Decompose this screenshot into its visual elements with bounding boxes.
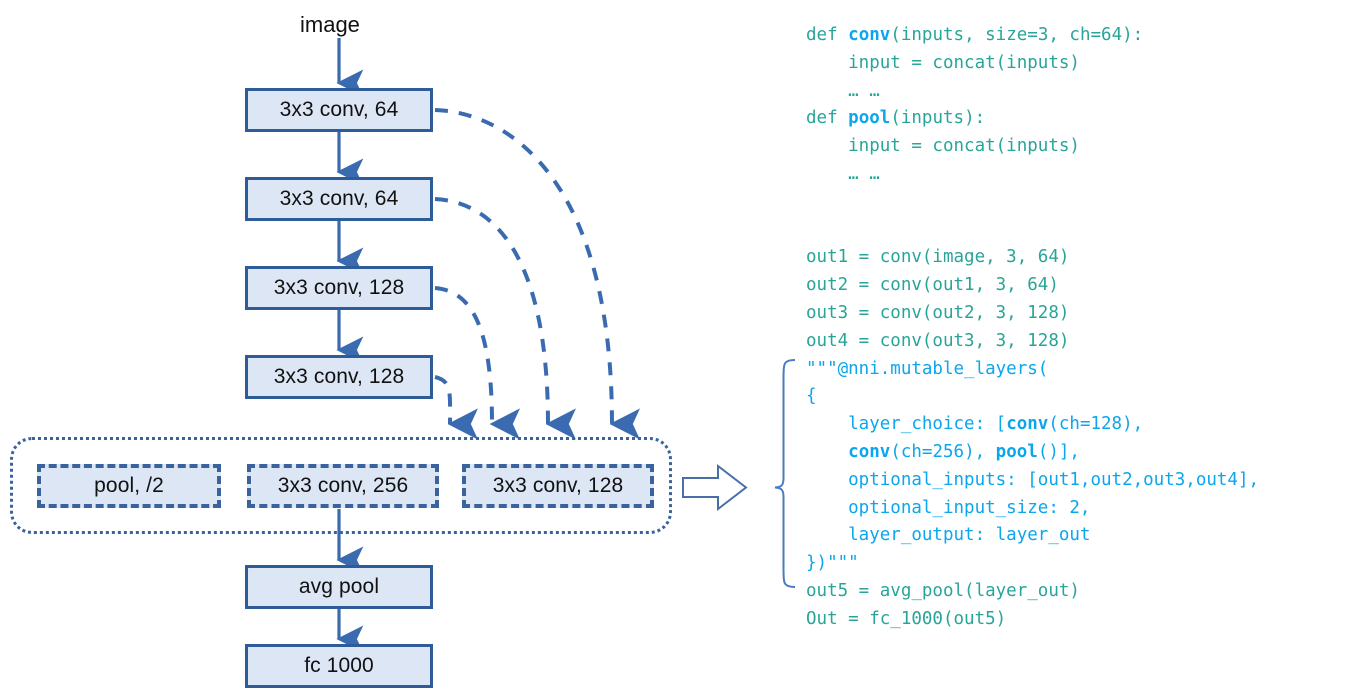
code-line: … … [806, 161, 1362, 189]
code-token-bold: pool [848, 108, 891, 129]
code-token: out2 = conv(out1, 3, 64) [806, 275, 1059, 296]
code-token: })""" [806, 553, 859, 574]
code-token: layer_choice: [ [806, 414, 1007, 435]
code-line: conv(ch=256), pool()], [806, 439, 1362, 467]
code-token [806, 442, 848, 462]
node-conv4[interactable]: 3x3 conv, 128 [245, 355, 433, 399]
code-line: … … [806, 78, 1362, 106]
code-line [806, 217, 1362, 245]
input-label: image [300, 12, 360, 37]
code-token-bold: conv [848, 25, 891, 45]
code-line: out1 = conv(image, 3, 64) [806, 244, 1362, 272]
code-token: input = concat(inputs) [806, 136, 1080, 157]
skip-connections [434, 108, 641, 440]
code-line: out3 = conv(out2, 3, 128) [806, 300, 1362, 328]
code-line: })""" [806, 550, 1362, 578]
code-line: input = concat(inputs) [806, 50, 1362, 78]
code-line: def pool(inputs): [806, 105, 1362, 133]
code-line: input = concat(inputs) [806, 133, 1362, 161]
code-token: Out = fc_1000(out5) [806, 608, 1007, 629]
mutable-layer-container [10, 437, 672, 534]
code-token: def [806, 25, 849, 45]
node-avg-pool[interactable]: avg pool [245, 565, 433, 609]
code-token: def [806, 108, 849, 129]
code-token: (ch=128), [1048, 414, 1144, 435]
code-token: (inputs): [890, 108, 986, 129]
code-token: optional_input_size: 2, [806, 497, 1091, 518]
node-choice-conv256[interactable]: 3x3 conv, 256 [247, 464, 439, 508]
code-token-bold: conv [1006, 414, 1049, 435]
code-token: (inputs, size=3, ch=64): [890, 25, 1144, 45]
code-token: out3 = conv(out2, 3, 128) [806, 302, 1070, 323]
code-line: def conv(inputs, size=3, ch=64): [806, 22, 1362, 50]
code-panel: def conv(inputs, size=3, ch=64): input =… [806, 22, 1362, 634]
code-token: … … [806, 163, 880, 184]
code-line: optional_input_size: 2, [806, 495, 1362, 523]
code-line: out2 = conv(out1, 3, 64) [806, 272, 1362, 300]
code-line: """@nni.mutable_layers( [806, 356, 1362, 384]
code-line: optional_inputs: [out1,out2,out3,out4], [806, 467, 1362, 495]
code-token: layer_output: layer_out [806, 525, 1091, 546]
node-conv3[interactable]: 3x3 conv, 128 [245, 266, 433, 310]
node-fc-1000[interactable]: fc 1000 [245, 644, 433, 688]
code-token: out4 = conv(out3, 3, 128) [806, 330, 1070, 351]
code-token: out5 = avg_pool(layer_out) [806, 580, 1080, 601]
node-choice-pool[interactable]: pool, /2 [37, 464, 221, 508]
node-choice-conv128[interactable]: 3x3 conv, 128 [462, 464, 654, 508]
code-token: optional_inputs: [out1,out2,out3,out4], [806, 469, 1260, 490]
brace [774, 359, 796, 588]
code-token: (ch=256), [890, 441, 996, 462]
code-line: out4 = conv(out3, 3, 128) [806, 328, 1362, 356]
node-conv1[interactable]: 3x3 conv, 64 [245, 88, 433, 132]
code-token: input = concat(inputs) [806, 52, 1080, 73]
code-token: … … [806, 80, 880, 101]
code-token: { [806, 386, 817, 407]
code-line: out5 = avg_pool(layer_out) [806, 578, 1362, 606]
code-token: ()], [1037, 441, 1080, 462]
code-line: layer_choice: [conv(ch=128), [806, 411, 1362, 439]
node-conv2[interactable]: 3x3 conv, 64 [245, 177, 433, 221]
code-line: { [806, 383, 1362, 411]
code-line: layer_output: layer_out [806, 522, 1362, 550]
code-token: out1 = conv(image, 3, 64) [806, 247, 1070, 268]
code-token-bold: pool [995, 441, 1038, 462]
code-token-bold: conv [848, 441, 891, 462]
code-token: """@nni.mutable_layers( [806, 358, 1049, 379]
expand-arrow [682, 463, 748, 512]
code-line: Out = fc_1000(out5) [806, 606, 1362, 634]
code-line [806, 189, 1362, 217]
